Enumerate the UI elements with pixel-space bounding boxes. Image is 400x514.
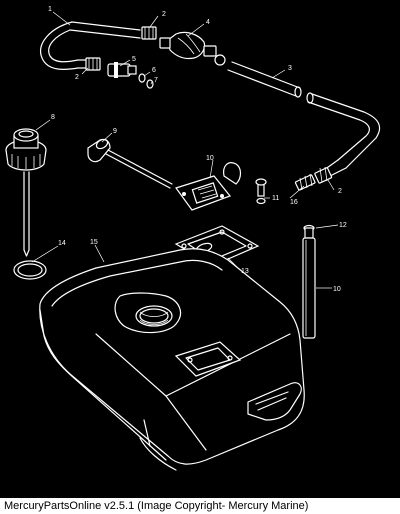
part-12-tube-cap [303,224,315,239]
callout-3: 3 [288,65,292,72]
callout-5: 5 [132,56,136,63]
part-2-hose-fitting-right [314,166,333,184]
callout-2: 2 [338,188,342,195]
callout-12: 12 [339,222,347,229]
part-3-fuel-hose [227,61,381,177]
part-10-pickup-tube [302,237,316,339]
callout-9: 9 [113,128,117,135]
callout-10: 10 [333,286,341,293]
callout-2: 2 [75,74,79,81]
part-2-hose-fitting-top [141,26,157,40]
part-11-screw [255,178,267,205]
callout-2: 2 [162,11,166,18]
callout-4: 4 [206,19,210,26]
callout-14: 14 [58,240,66,247]
callout-13: 13 [241,268,249,275]
part-6-washer [138,73,146,83]
part-14-gasket [13,260,47,280]
callout-10: 10 [206,155,214,162]
callout-8: 8 [51,114,55,121]
callout-16: 16 [290,199,298,206]
fuel-tank-parts-diagram: 1 2 2 2 3 4 5 6 7 8 9 10 10 11 12 13 14 … [5,6,381,471]
callout-labels: 1 2 2 2 3 4 5 6 7 8 9 10 10 11 12 13 14 … [48,6,347,293]
part-10-pickup-assembly [175,162,242,211]
part-16-fitting [294,173,316,191]
callout-11: 11 [272,195,279,202]
part-8-fuel-cap-gauge [5,128,47,257]
callout-6: 6 [152,67,156,74]
part-9-fuel-pickup [87,138,173,189]
image-copyright-caption: MercuryPartsOnline v2.5.1 (Image Copyrig… [0,498,400,514]
part-4-primer-bulb [159,31,226,66]
part-5-connector [107,62,137,78]
part-2-hose-fitting-left [85,57,101,71]
part-7-o-ring [146,79,154,89]
callout-15: 15 [90,239,98,246]
part-1-fuel-hose [40,21,141,71]
callout-7: 7 [154,77,158,84]
callout-1: 1 [48,6,52,13]
part-15-fuel-tank [39,248,305,471]
leader-lines [31,11,339,289]
